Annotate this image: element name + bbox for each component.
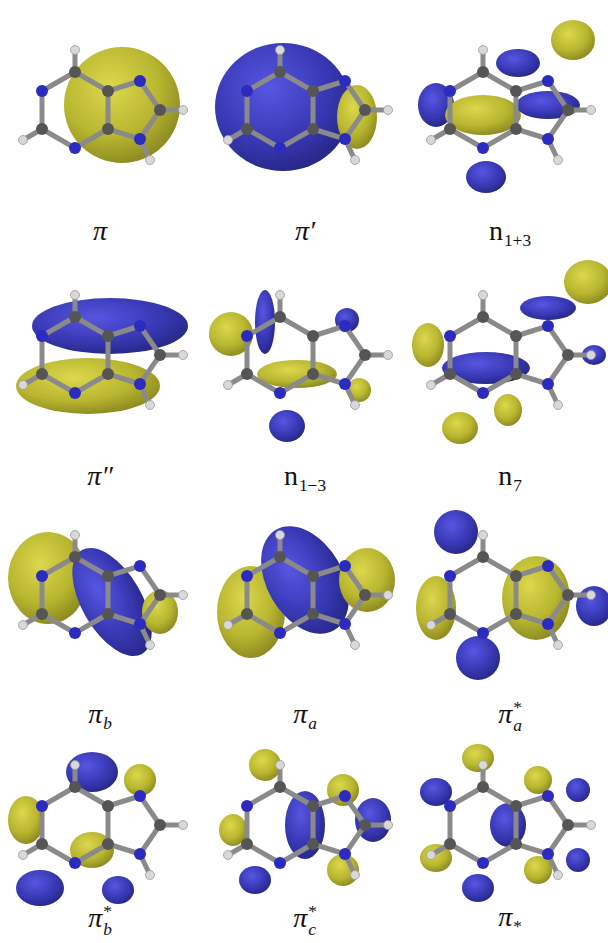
script-stack: *c xyxy=(308,903,317,938)
script-stack: *b xyxy=(103,903,112,938)
orbital-symbol: π xyxy=(498,901,512,932)
superscript: * xyxy=(103,903,112,920)
subscript: b xyxy=(103,921,112,938)
orbital-symbol: n xyxy=(498,460,512,491)
superscript: * xyxy=(308,903,317,920)
orbital-panel xyxy=(19,46,188,165)
orbital-symbol: n xyxy=(489,215,503,246)
orbital-symbol: π″ xyxy=(87,460,113,491)
subscript: 7 xyxy=(513,476,522,495)
orbital-panel xyxy=(209,290,393,442)
orbital-caption: πa xyxy=(205,697,405,735)
orbital-panel xyxy=(16,291,188,415)
orbital-panel xyxy=(217,511,395,658)
orbital-symbol: π xyxy=(88,698,102,729)
orbital-symbol: π xyxy=(293,698,307,729)
orbital-panel xyxy=(412,260,608,444)
orbital-panel xyxy=(418,20,596,193)
orbital-panel xyxy=(416,510,608,680)
subscript: b xyxy=(103,714,112,733)
orbital-symbol: n xyxy=(284,460,298,491)
superscript: * xyxy=(513,699,522,716)
orbital-panel xyxy=(8,752,188,906)
orbital-caption: n1+3 xyxy=(410,214,608,252)
subscript: 1+3 xyxy=(504,231,531,250)
orbital-caption: π′ xyxy=(205,214,405,248)
orbital-symbol: π xyxy=(498,698,512,729)
orbital-panel xyxy=(219,749,393,894)
subscript: 1−3 xyxy=(299,476,326,495)
orbital-caption: π*b xyxy=(0,901,200,938)
orbital-caption: n1−3 xyxy=(205,459,405,497)
subscript: * xyxy=(513,917,522,936)
orbital-caption: n7 xyxy=(410,459,608,497)
orbital-caption: π*a xyxy=(410,697,608,734)
orbital-caption: π xyxy=(0,214,200,248)
orbital-caption: π″ xyxy=(0,459,200,493)
orbital-symbol: π xyxy=(293,902,307,933)
orbital-panel xyxy=(420,744,596,902)
orbital-caption: π*c xyxy=(205,901,405,938)
subscript: c xyxy=(308,921,317,938)
orbital-panel xyxy=(215,43,393,171)
script-stack: *a xyxy=(513,699,522,734)
orbital-symbol: π xyxy=(88,902,102,933)
subscript: a xyxy=(308,714,317,733)
orbital-caption: πb xyxy=(0,697,200,735)
orbital-caption: π* xyxy=(410,900,608,938)
orbital-panel xyxy=(8,531,188,669)
orbital-symbol: π xyxy=(93,215,107,246)
subscript: a xyxy=(513,717,522,734)
orbital-symbol: π′ xyxy=(295,215,315,246)
